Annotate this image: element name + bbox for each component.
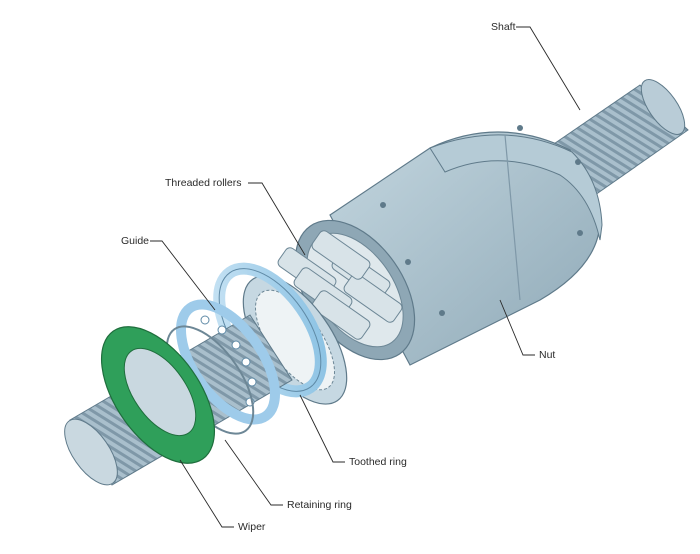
leader-lines (150, 26, 581, 528)
leader-wiper (179, 459, 234, 528)
leader-nut (499, 299, 535, 356)
threaded-rollers (277, 230, 403, 340)
leader-retaining-ring (224, 439, 283, 506)
label-toothed-ring: Toothed ring (349, 456, 407, 468)
label-threaded-rollers: Threaded rollers (165, 177, 242, 189)
label-shaft: Shaft (491, 21, 516, 33)
leader-shaft (516, 26, 581, 111)
label-nut: Nut (539, 349, 556, 361)
label-retaining-ring: Retaining ring (287, 499, 352, 511)
label-wiper: Wiper (238, 521, 266, 533)
wiper (100, 326, 216, 464)
leader-guide (150, 240, 216, 311)
label-guide: Guide (121, 235, 150, 247)
leader-threaded-rollers (248, 182, 306, 256)
leader-toothed-ring (299, 394, 345, 463)
